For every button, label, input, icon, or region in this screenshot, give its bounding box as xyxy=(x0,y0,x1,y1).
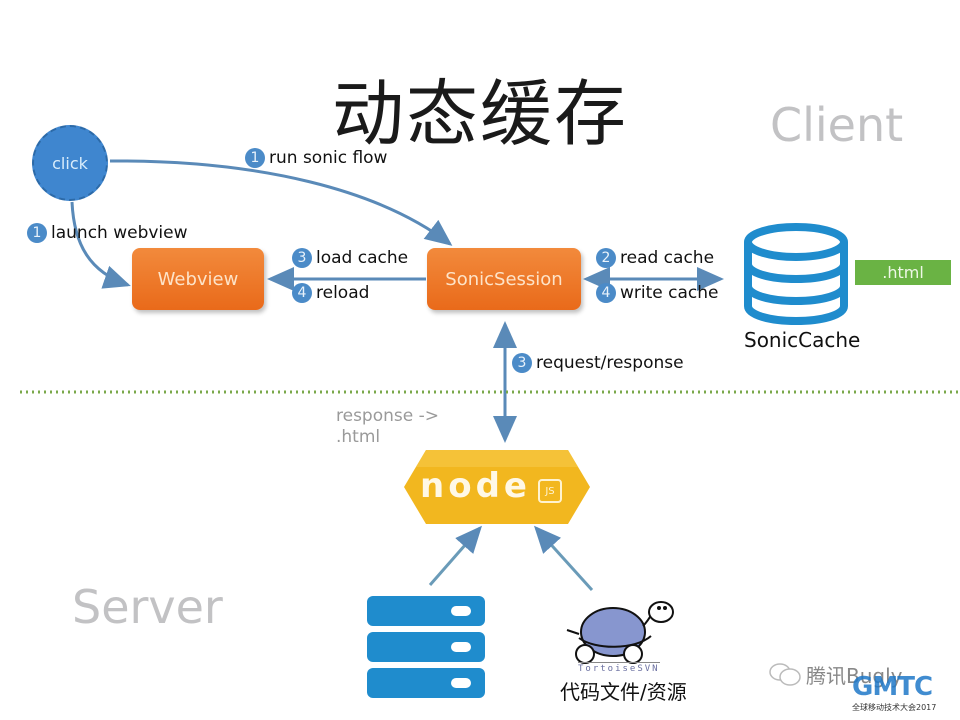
edge-label-load-cache: 3 load cache xyxy=(292,248,408,268)
step-badge: 4 xyxy=(596,283,616,303)
step-badge: 4 xyxy=(292,283,312,303)
gmtc-logo: GMTC xyxy=(852,672,933,702)
edge-label-reload: 4 reload xyxy=(292,283,369,303)
tortoise-svn-icon xyxy=(566,601,674,664)
watermark-event: 全球移动技术大会2017 xyxy=(852,703,937,712)
edge-text: run sonic flow xyxy=(269,148,388,168)
step-badge: 1 xyxy=(245,148,265,168)
node-js-badge: JS xyxy=(538,479,562,503)
edge-label-request-response: 3 request/response xyxy=(512,353,684,373)
webview-box: Webview xyxy=(132,248,264,310)
step-badge: 1 xyxy=(27,223,47,243)
click-node: click xyxy=(32,125,108,201)
zone-server-label: Server xyxy=(72,580,223,634)
edge-text: load cache xyxy=(316,248,409,268)
edge-label-launch-webview: 1 launch webview xyxy=(27,223,188,243)
page-title: 动态缓存 xyxy=(331,72,628,156)
step-badge: 2 xyxy=(596,248,616,268)
sonic-session-box: SonicSession xyxy=(427,248,581,310)
response-note-line2: .html xyxy=(336,427,381,447)
database-icon xyxy=(744,223,848,326)
watermark-brand: 腾讯Bugly xyxy=(806,664,903,688)
edge-text: request/response xyxy=(536,353,684,373)
sonic-cache-label: SonicCache xyxy=(744,328,861,352)
edge-text: read cache xyxy=(620,248,715,268)
response-note: response -> .html xyxy=(336,406,439,448)
edge-text: launch webview xyxy=(51,223,188,243)
edge-label-write-cache: 4 write cache xyxy=(596,283,719,303)
edge-text: reload xyxy=(316,283,370,303)
wechat-icon xyxy=(768,662,802,686)
arrow-server-to-node xyxy=(428,525,482,586)
step-badge: 3 xyxy=(512,353,532,373)
edge-label-run-sonic-flow: 1 run sonic flow xyxy=(245,148,387,168)
tortoise-svn-label: TortoiseSVN xyxy=(578,662,660,674)
zone-client-label: Client xyxy=(770,98,904,152)
step-badge: 3 xyxy=(292,248,312,268)
node-logo-text: node xyxy=(420,466,531,506)
edge-text: write cache xyxy=(620,283,719,303)
code-files-caption: 代码文件/资源 xyxy=(560,680,687,704)
arrow-svn-to-node xyxy=(533,525,594,592)
server-icon xyxy=(367,596,485,698)
arrow-launch-webview xyxy=(70,201,131,289)
response-note-line1: response -> xyxy=(336,406,439,426)
html-file-tag: .html xyxy=(855,260,951,285)
arrow-run-sonic-flow xyxy=(109,159,453,246)
edge-label-read-cache: 2 read cache xyxy=(596,248,714,268)
nodejs-logo-icon xyxy=(404,450,590,524)
